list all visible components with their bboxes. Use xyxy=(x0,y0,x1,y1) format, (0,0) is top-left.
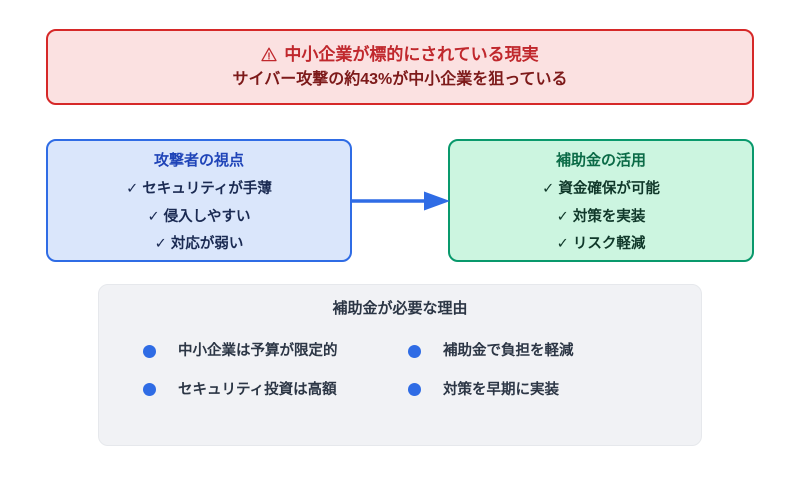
attacker-panel-item: ✓ 侵入しやすい xyxy=(147,208,251,225)
bullet-dot-icon xyxy=(408,344,421,358)
bullet-dot-icon xyxy=(143,344,156,358)
attacker-panel-item: ✓ 対応が弱い xyxy=(154,236,244,252)
subsidy-panel-item: ✓ 資金確保が可能 xyxy=(542,181,660,197)
reason-label: 中小企業は予算が限定的 xyxy=(178,343,338,359)
list-item: 対策を早期に実装 xyxy=(408,381,673,398)
alert-subtitle-text: サイバー攻撃の約43%が中小企業を狙っている xyxy=(232,71,568,88)
bullet-dot-icon xyxy=(408,383,421,397)
list-item: 補助金で負担を軽減 xyxy=(408,344,673,359)
reason-label: 補助金で負担を軽減 xyxy=(443,343,574,359)
subsidy-panel-item: ✓ リスク軽減 xyxy=(556,236,646,252)
subsidy-panel-title: 補助金の活用 xyxy=(555,152,646,169)
reasons-panel: 補助金が必要な理由 中小企業は予算が限定的 補助金で負担を軽減 セキュリティ投資… xyxy=(98,284,702,446)
subsidy-panel-item: ✓ 対策を実装 xyxy=(556,208,646,225)
list-item: セキュリティ投資は高額 xyxy=(143,381,408,398)
reason-label: セキュリティ投資は高額 xyxy=(178,381,337,398)
reasons-panel-title: 補助金が必要な理由 xyxy=(332,300,468,317)
alert-banner: 中小企業が標的にされている現実 サイバー攻撃の約43%が中小企業を狙っている xyxy=(46,29,754,105)
bullet-dot-icon xyxy=(143,383,156,397)
alert-title-text: 中小企業が標的にされている現実 xyxy=(284,45,539,64)
flow-arrow-icon xyxy=(350,186,454,216)
list-item: 中小企業は予算が限定的 xyxy=(143,344,408,359)
attacker-panel-title: 攻撃者の視点 xyxy=(153,152,244,169)
warning-triangle-icon xyxy=(261,47,278,62)
reasons-grid: 中小企業は予算が限定的 補助金で負担を軽減 セキュリティ投資は高額 対策を早期に… xyxy=(99,344,701,397)
attacker-panel-item: ✓ セキュリティが手薄 xyxy=(126,181,272,197)
subsidy-usage-panel: 補助金の活用 ✓ 資金確保が可能 ✓ 対策を実装 ✓ リスク軽減 xyxy=(448,139,754,262)
reason-label: 対策を早期に実装 xyxy=(443,381,559,398)
alert-title-row: 中小企業が標的にされている現実 xyxy=(261,45,539,64)
attacker-perspective-panel: 攻撃者の視点 ✓ セキュリティが手薄 ✓ 侵入しやすい ✓ 対応が弱い xyxy=(46,139,352,262)
